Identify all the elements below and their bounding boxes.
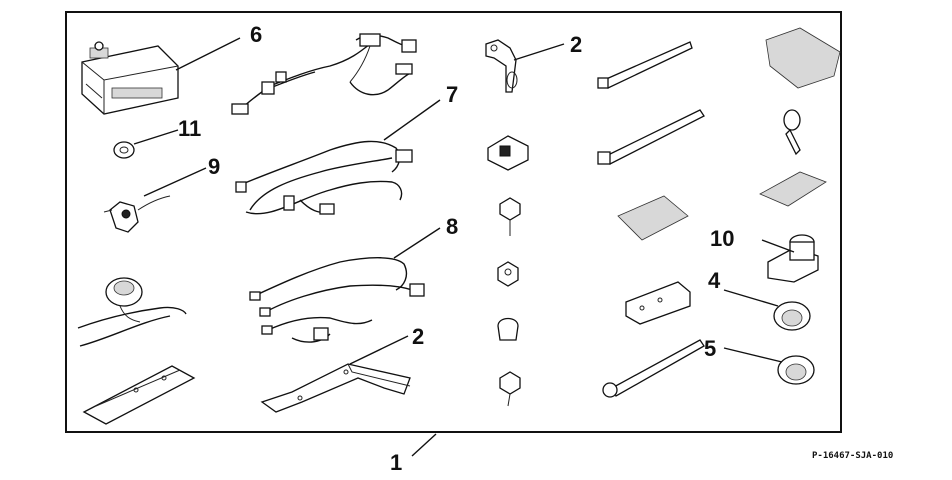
clip-part bbox=[487, 135, 529, 171]
callout-7-label: 7 bbox=[446, 82, 458, 107]
callout-4-label: 4 bbox=[708, 268, 721, 293]
bracket-10-part bbox=[767, 234, 819, 283]
pad-1-part bbox=[617, 195, 689, 241]
tie-strap-2-part bbox=[597, 109, 705, 165]
pad-3-part bbox=[759, 171, 827, 207]
flat-plate-part bbox=[82, 365, 196, 425]
tie-strap-1-part bbox=[597, 41, 693, 89]
harness-8-part bbox=[249, 257, 425, 343]
angle-bracket-part bbox=[625, 281, 691, 325]
sensor-9-part bbox=[103, 195, 171, 233]
grommet-4-part bbox=[773, 301, 811, 331]
key-part bbox=[783, 109, 801, 156]
callout-5-label: 5 bbox=[704, 336, 716, 361]
diagram-frame bbox=[65, 11, 842, 433]
callout-9-label: 9 bbox=[208, 154, 220, 179]
callout-2-bottom-label: 2 bbox=[412, 324, 424, 349]
tie-strap-3-part bbox=[602, 339, 705, 398]
screw-part-1 bbox=[499, 197, 521, 236]
buzzer-part bbox=[77, 277, 187, 347]
callout-1-label: 1 bbox=[390, 450, 402, 475]
callout-2-top-label: 2 bbox=[570, 32, 582, 57]
callout-10-label: 10 bbox=[710, 226, 734, 251]
long-bracket-part bbox=[260, 363, 411, 413]
callout-11-label: 11 bbox=[178, 116, 201, 141]
screw-part-2 bbox=[499, 371, 521, 407]
small-bracket-part bbox=[485, 39, 518, 93]
harness-7-part bbox=[235, 140, 413, 215]
cap-part bbox=[497, 317, 519, 341]
control-unit-part bbox=[81, 41, 179, 115]
nut-part bbox=[497, 261, 519, 287]
figure-code: P-16467-SJA-010 bbox=[812, 451, 893, 461]
callout-8-label: 8 bbox=[446, 214, 458, 239]
grommet-5-part bbox=[777, 355, 815, 385]
callout-6-label: 6 bbox=[250, 22, 262, 47]
harness-top-part bbox=[231, 33, 417, 115]
pad-2-part bbox=[765, 27, 841, 89]
grommet-11-part bbox=[113, 141, 135, 159]
